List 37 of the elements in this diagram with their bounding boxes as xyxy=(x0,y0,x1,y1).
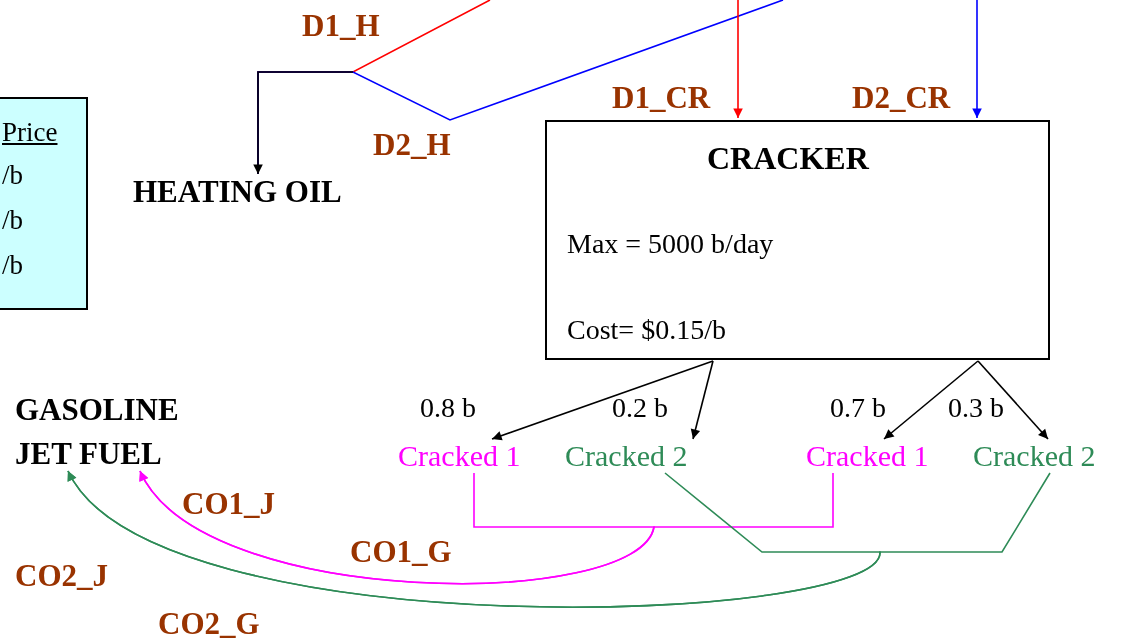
flow-arrow xyxy=(253,71,354,175)
edge-label: CO1_J xyxy=(182,488,275,519)
edge-label: CO2_J xyxy=(15,560,108,591)
flow-label: CO2_G xyxy=(158,608,260,639)
price-unit: /b xyxy=(2,162,23,189)
product-label: JET FUEL xyxy=(15,438,162,469)
edge-label: 0.3 b xyxy=(948,394,1004,422)
connector-line xyxy=(972,0,982,119)
column-heading: Price xyxy=(2,119,58,146)
connector-line xyxy=(883,360,979,440)
edge-label: 0.7 b xyxy=(830,394,886,422)
product-label: Cracked 2 xyxy=(565,441,688,471)
edge-label: D1_CR xyxy=(612,82,711,113)
edge-label: 0.8 b xyxy=(420,394,476,422)
edge-label: D2_CR xyxy=(852,82,951,113)
price-unit: /b xyxy=(2,207,23,234)
process-box xyxy=(545,120,1050,360)
product-label: GASOLINE xyxy=(15,394,179,425)
box-title: CRACKER xyxy=(707,142,869,174)
product-label: Cracked 2 xyxy=(973,441,1096,471)
edge-label: 0.2 b xyxy=(612,394,668,422)
edge-label: D1_H xyxy=(302,10,380,41)
connector-line xyxy=(733,0,743,119)
price-unit: /b xyxy=(2,252,23,279)
product-label: Cracked 1 xyxy=(398,441,521,471)
product-label: Cracked 1 xyxy=(806,441,929,471)
flow-label: CO1_G xyxy=(350,536,452,567)
price-box xyxy=(0,97,88,310)
product-label: HEATING OIL xyxy=(133,176,342,207)
edge-label: D2_H xyxy=(373,129,451,160)
connector-line xyxy=(977,360,1049,440)
connector-line xyxy=(67,470,1051,608)
connector-line xyxy=(491,360,714,441)
connector-line xyxy=(690,360,714,440)
connector-line xyxy=(139,470,834,585)
box-note: Cost= $0.15/b xyxy=(567,316,726,344)
box-note: Max = 5000 b/day xyxy=(567,230,774,258)
